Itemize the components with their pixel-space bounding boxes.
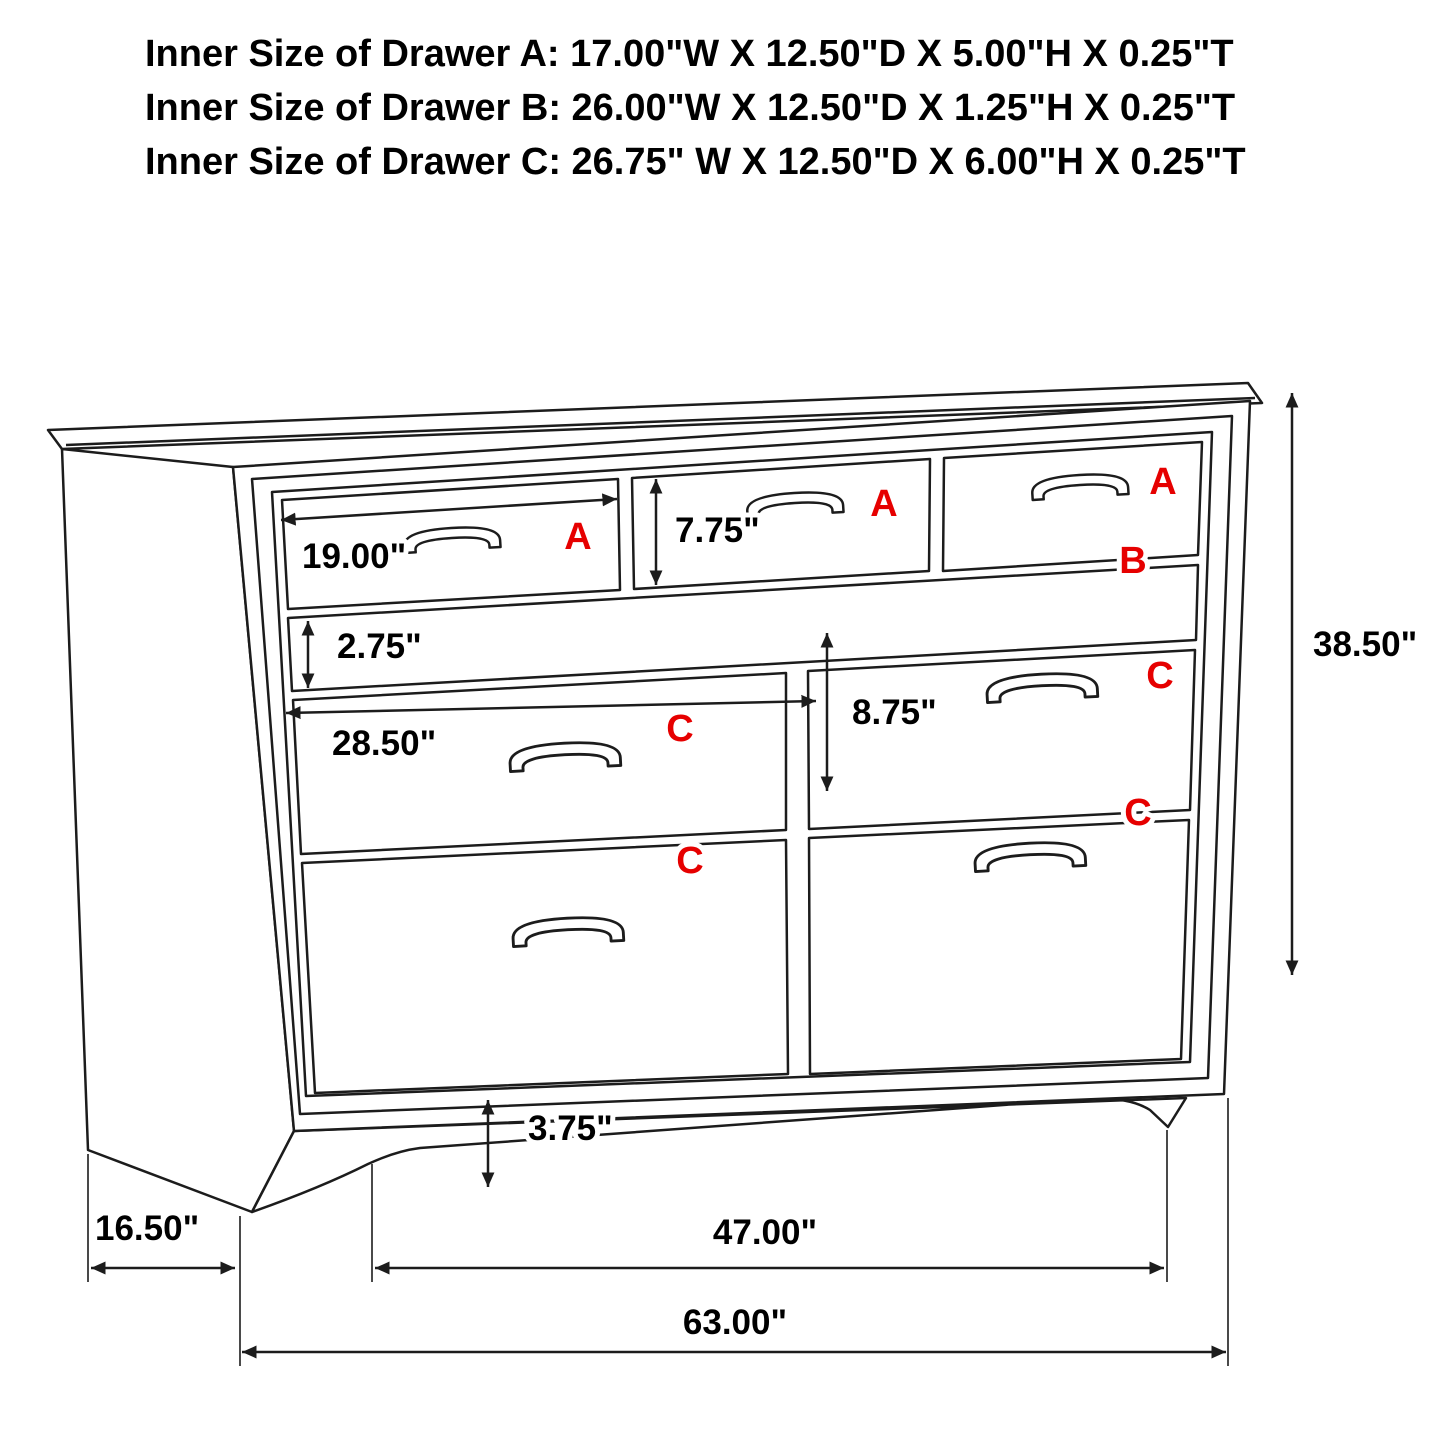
inner-size-line-a: Inner Size of Drawer A: 17.00"W X 12.50"… (145, 33, 1234, 75)
inner-size-line-b: Inner Size of Drawer B: 26.00"W X 12.50"… (145, 87, 1235, 129)
header-text-block: Inner Size of Drawer A: 17.00"W X 12.50"… (145, 33, 1246, 183)
label-drawer-c-bottom-right: C (1124, 792, 1151, 834)
label-overall-height: 38.50" (1313, 625, 1417, 664)
arrow-drawer-c-width (285, 694, 817, 720)
drawer-a-top-middle (630, 457, 932, 591)
inner-size-line-c: Inner Size of Drawer C: 26.75" W X 12.50… (145, 141, 1246, 183)
label-drawer-a-top-right: A (1149, 461, 1176, 503)
drawer-c-middle-left (291, 671, 788, 856)
top-bevel-line (65, 396, 1256, 447)
label-drawer-c-middle-left: C (666, 708, 693, 750)
label-drawer-a-height: 7.75" (675, 511, 760, 550)
drawer-a-top-right (941, 440, 1204, 573)
arrow-drawer-a-width (280, 493, 618, 526)
label-drawer-a-width: 19.00" (302, 537, 406, 576)
drawer-b-jewelry-strip (286, 563, 1200, 693)
drawer-c-bottom-right (807, 818, 1191, 1076)
drawer-area-frame (270, 430, 1214, 1098)
label-drawer-c-middle-right: C (1146, 655, 1173, 697)
label-drawer-c-width: 28.50" (332, 724, 436, 763)
label-leg-span-width: 47.00" (713, 1213, 817, 1252)
drawer-c-bottom-left (300, 838, 790, 1095)
label-drawer-a-top-middle: A (870, 483, 897, 525)
label-drawer-c-bottom-left: C (676, 840, 703, 882)
label-drawer-a-top-left: A (564, 516, 591, 558)
label-drawer-c-height: 8.75" (852, 693, 937, 732)
dimension-labels: 19.00" 7.75" 2.75" 28.50" 8.75" 38.50" 3… (90, 506, 1422, 1347)
label-drawer-b-strip: B (1119, 540, 1146, 582)
dimension-arrows (91, 393, 1299, 1359)
label-depth: 16.50" (95, 1209, 199, 1248)
label-leg-height: 3.75" (528, 1109, 613, 1148)
label-strip-b-height: 2.75" (337, 627, 422, 666)
extension-lines (87, 1098, 1229, 1366)
front-frame-bevel (250, 414, 1234, 1116)
label-overall-width: 63.00" (683, 1303, 787, 1342)
drawer-letter-labels: A A A B C C C C (559, 456, 1181, 887)
